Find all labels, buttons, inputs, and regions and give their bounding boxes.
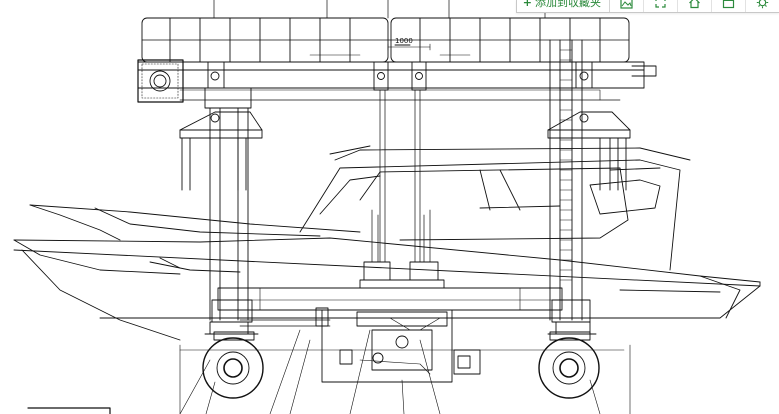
top-beam bbox=[137, 0, 657, 103]
right-leg bbox=[547, 39, 631, 335]
image-button[interactable] bbox=[610, 0, 644, 12]
add-to-favorites-button[interactable]: + 添加到収藏夹 bbox=[517, 0, 610, 12]
window-button[interactable] bbox=[712, 0, 746, 12]
leader-lines bbox=[205, 379, 405, 414]
settings-button[interactable] bbox=[746, 0, 779, 12]
gear-icon bbox=[756, 0, 769, 9]
left-wheel bbox=[202, 331, 264, 399]
boat-hull bbox=[13, 204, 761, 341]
dimension-label: 1000 bbox=[395, 37, 413, 45]
lower-beam bbox=[217, 287, 563, 327]
plus-icon: + bbox=[522, 0, 532, 9]
ground-lines bbox=[27, 329, 631, 414]
home-icon bbox=[689, 0, 700, 9]
window-icon bbox=[722, 0, 735, 9]
right-wheel bbox=[538, 331, 600, 399]
hoist-lines bbox=[359, 61, 445, 289]
expand-icon bbox=[655, 0, 666, 8]
home-button[interactable] bbox=[678, 0, 712, 12]
expand-button[interactable] bbox=[644, 0, 678, 12]
power-unit bbox=[321, 309, 481, 383]
boat-cabin bbox=[299, 145, 691, 271]
image-icon bbox=[620, 0, 633, 9]
viewer-toolbar: + 添加到収藏夹 bbox=[515, 0, 779, 13]
add-to-favorites-label: 添加到収藏夹 bbox=[535, 0, 601, 9]
left-leg bbox=[179, 61, 263, 335]
